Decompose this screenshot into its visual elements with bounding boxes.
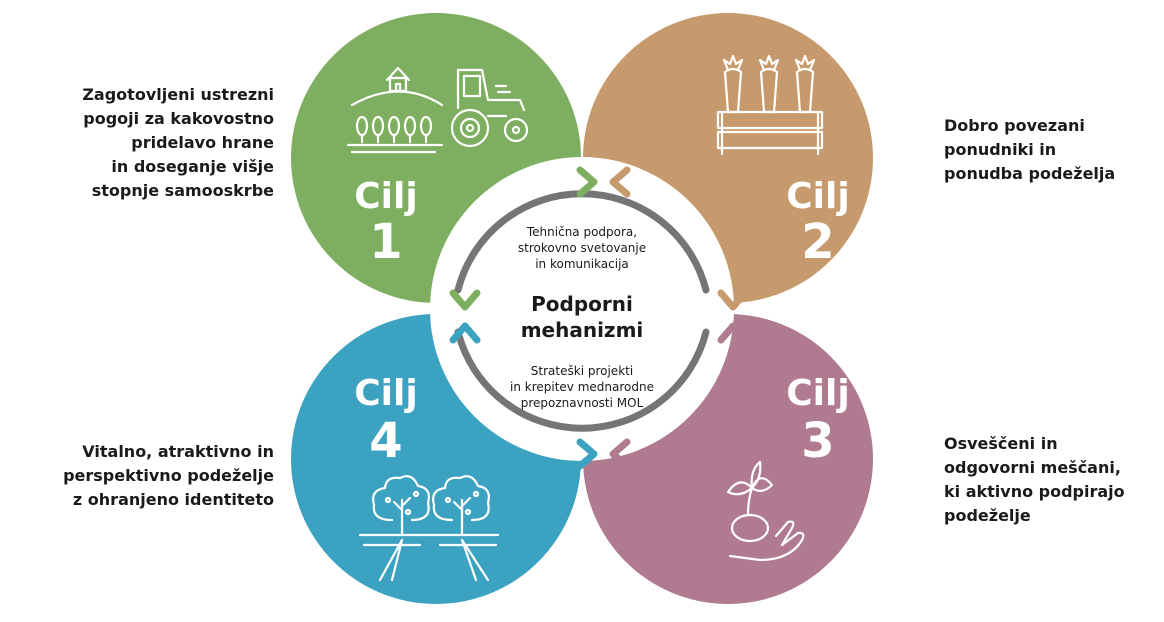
goal-1-label: Cilj 1 [354, 176, 417, 270]
goal-1-line: stopnje samooskrbe [91, 181, 274, 200]
goal-3-label: Cilj 3 [786, 373, 849, 469]
center-title-line-2: mehanizmi [521, 318, 644, 342]
center-top-line-2: strokovno svetovanje [518, 241, 646, 255]
goal-1-number: 1 [369, 214, 402, 270]
goal-2-line: ponudniki in [944, 140, 1057, 159]
goal-4-cilj: Cilj [354, 373, 417, 414]
goal-3-number: 3 [801, 413, 834, 469]
chevron-icon [576, 438, 598, 470]
chevron-icon [576, 166, 598, 198]
goal-2-label: Cilj 2 [786, 176, 849, 270]
center-title-line-1: Podporni [531, 292, 633, 316]
goal-4-line: z ohranjeno identiteto [72, 490, 274, 509]
goal-2-cilj: Cilj [786, 176, 849, 217]
goal-2-number: 2 [801, 214, 834, 270]
goal-1-description: Zagotovljeni ustrezni pogoji za kakovost… [82, 83, 274, 203]
goal-1-line: Zagotovljeni ustrezni [82, 85, 274, 104]
goal-3-line: Osveščeni in [944, 434, 1058, 453]
chevron-icon [609, 166, 631, 198]
chevron-icon [717, 322, 749, 344]
center-text: Tehnična podpora, strokovno svetovanje i… [510, 225, 654, 410]
sprout-hand-icon [726, 460, 805, 562]
goal-1-line: pogoji za kakovostno [83, 109, 274, 128]
carrots-crate-icon [716, 54, 824, 156]
chevron-icon [609, 438, 631, 470]
goal-3-line: odgovorni meščani, [944, 458, 1121, 477]
goal-3-line: podeželje [944, 506, 1031, 525]
goal-4-description: Vitalno, atraktivno in perspektivno pode… [63, 440, 274, 512]
tractor-icon [450, 68, 529, 148]
center-bottom-line-1: Strateški projekti [531, 364, 633, 378]
center-bottom-line-2: in krepitev mednarodne [510, 380, 654, 394]
center-bottom-line-3: prepoznavnosti MOL [521, 396, 644, 410]
goal-2-line: Dobro povezani [944, 116, 1085, 135]
center-top-line-1: Tehnična podpora, [526, 225, 637, 239]
goal-3-cilj: Cilj [786, 373, 849, 414]
center-disc [430, 157, 734, 461]
chevron-icon [717, 289, 749, 311]
ring-arc-bottom [454, 328, 710, 432]
goal-1-line: in doseganje višje [111, 157, 274, 176]
goal-4-line: Vitalno, atraktivno in [82, 442, 274, 461]
ring-chevrons [449, 166, 749, 470]
goal-1-cilj: Cilj [354, 176, 417, 217]
goal-4-number: 4 [369, 413, 402, 469]
center-top-line-3: in komunikacija [535, 257, 629, 271]
goal-3-line: ki aktivno podpirajo [944, 482, 1125, 501]
goal-1-line: pridelavo hrane [131, 133, 274, 152]
chevron-icon [449, 289, 481, 311]
chevron-icon [449, 322, 481, 344]
goal-4-label: Cilj 4 [354, 373, 417, 469]
farm-landscape-icon [346, 66, 444, 154]
goal-2-line: ponudba podeželja [944, 164, 1116, 183]
goal-4-line: perspektivno podeželje [63, 466, 274, 485]
trees-field-icon [358, 475, 500, 582]
goal-3-description: Osveščeni in odgovorni meščani, ki aktiv… [944, 432, 1125, 528]
goal-2-description: Dobro povezani ponudniki in ponudba pode… [944, 114, 1115, 186]
